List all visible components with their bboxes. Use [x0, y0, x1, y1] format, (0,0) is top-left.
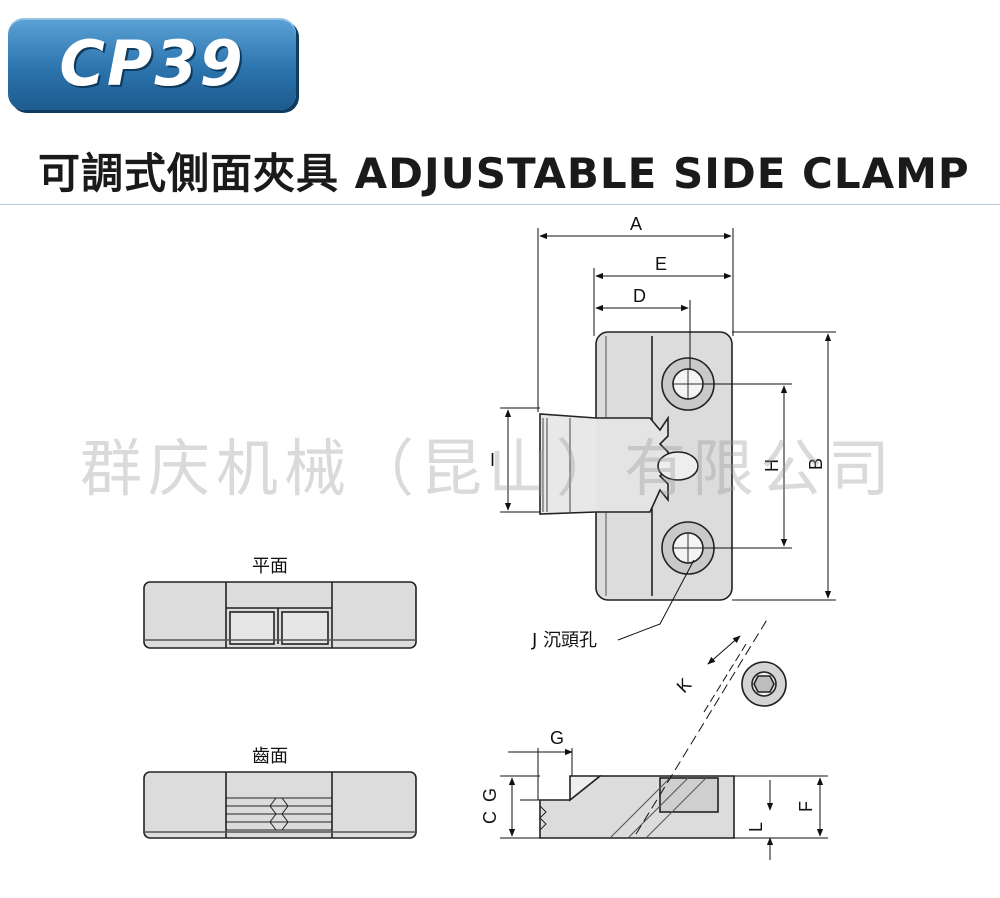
dim-l-label: L — [746, 822, 766, 832]
dim-k-label: K — [673, 674, 696, 697]
flat-face-view — [143, 581, 417, 649]
dim-h-label: H — [762, 459, 782, 472]
dim-a-label: A — [630, 214, 642, 234]
dim-g2-label: G — [480, 788, 500, 802]
dim-f-label: F — [796, 801, 816, 812]
dim-c-label: C — [480, 811, 500, 824]
watermark: 群庆机械（昆山）有限公司 — [80, 432, 897, 505]
tooth-face-label: 齒面 — [252, 746, 288, 767]
adjust-slot — [657, 451, 699, 481]
dim-e-label: E — [655, 254, 667, 274]
dim-i-label: I — [490, 450, 495, 470]
top-view — [539, 331, 733, 601]
j-counterbore-callout: J 沉頭孔 — [531, 630, 597, 651]
page-title: 可調式側面夾具 ADJUSTABLE SIDE CLAMP — [38, 149, 970, 198]
dim-g-label: G — [550, 728, 564, 748]
screw-head — [741, 661, 787, 707]
tooth-face-view — [143, 771, 417, 839]
clamp-jaw — [539, 413, 597, 515]
dim-d-label: D — [633, 286, 646, 306]
model-badge: CP39 — [8, 18, 296, 110]
flat-face-label: 平面 — [252, 556, 288, 577]
model-number: CP39 — [59, 27, 245, 100]
title-divider — [0, 204, 1000, 205]
side-view — [539, 775, 735, 839]
dim-b-label: B — [806, 458, 826, 470]
